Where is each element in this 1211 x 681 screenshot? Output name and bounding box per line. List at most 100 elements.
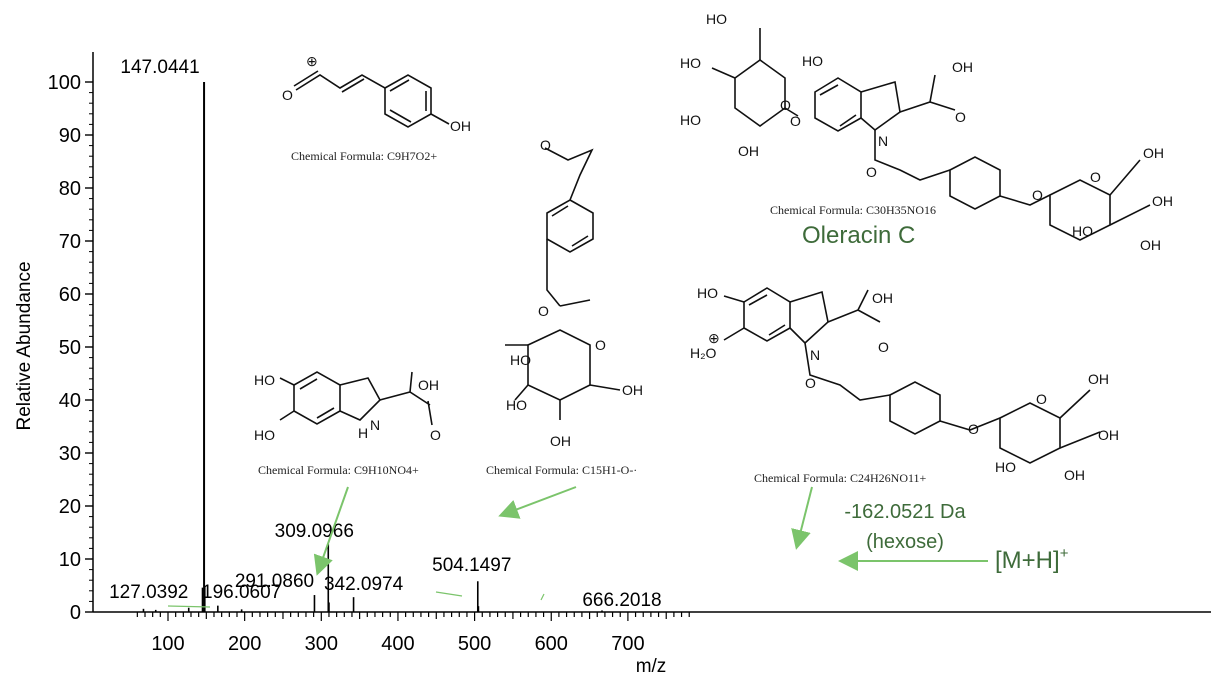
y-ticks: 0 10 20 30 40 50 60 70 80 90 100 — [48, 72, 93, 624]
oh-label-147: OH — [450, 118, 471, 134]
ho-a-504: HO — [697, 285, 718, 301]
o-link-666: O — [790, 113, 801, 129]
arrow-504 — [791, 486, 813, 550]
x-tick-label: 700 — [611, 633, 644, 655]
peak-label: 291.0860 — [235, 571, 314, 592]
y-tick-label: 40 — [59, 390, 81, 412]
o-h-666: O — [866, 164, 877, 180]
y-tick-label: 60 — [59, 284, 81, 306]
oh-l-666: OH — [1152, 193, 1173, 209]
charge-504: ⊕ — [708, 330, 720, 346]
structure-666 — [711, 28, 1151, 241]
formula-196: Chemical Formula: C9H10NO4+ — [258, 463, 419, 477]
arrow-196 — [313, 486, 349, 576]
ho-a-666: HO — [706, 11, 727, 27]
peaks — [142, 82, 603, 612]
oh-j-504: OH — [1064, 467, 1085, 483]
oh-h-504: OH — [1098, 427, 1119, 443]
peak-label: 342.0974 — [324, 574, 404, 595]
formula-147: Chemical Formula: C9H7O2+ — [291, 149, 437, 163]
o-j-666: O — [1090, 169, 1101, 185]
o-d-504: O — [805, 375, 816, 391]
loss-label-line2: (hexose) — [866, 531, 944, 553]
oh2-label-309: OH — [550, 433, 571, 449]
oh-label-196: OH — [418, 377, 439, 393]
n-label-504: N — [810, 347, 820, 363]
x-tick-label: 500 — [458, 633, 491, 655]
o-c-504: O — [878, 339, 889, 355]
x-axis-label: m/z — [636, 656, 667, 677]
y-axis-label: Relative Abundance — [14, 261, 35, 430]
h2o-a-504: H₂O — [690, 345, 717, 361]
peak-label: 147.0441 — [120, 57, 199, 78]
o-label-196: O — [430, 427, 441, 443]
ho-m-666: HO — [1072, 223, 1093, 239]
compound-name: Oleracin C — [802, 222, 915, 249]
peak-label: 127.0392 — [109, 582, 188, 603]
o-label-147: O — [282, 87, 293, 103]
formula-309: Chemical Formula: C15H1-O-· — [486, 463, 637, 477]
o-i-666: O — [1032, 187, 1043, 203]
annotation-arrows — [167, 486, 988, 608]
connector-127 — [167, 605, 211, 608]
oh-g-504: OH — [1088, 371, 1109, 387]
connector-291 — [435, 591, 463, 597]
arrow-309 — [498, 486, 577, 519]
loss-label-line1: -162.0521 Da — [844, 501, 966, 523]
ho-i-504: HO — [995, 459, 1016, 475]
oh1-label-309: OH — [622, 382, 643, 398]
x-tick-label: 100 — [151, 633, 184, 655]
ho-b-666: HO — [680, 55, 701, 71]
ho2-label-196: HO — [254, 427, 275, 443]
o-e-504: O — [968, 421, 979, 437]
x-ticks: 100 200 300 400 500 600 700 — [136, 612, 690, 655]
oh-n-666: OH — [1140, 237, 1161, 253]
precursor-label: [M+H]+ — [995, 545, 1069, 574]
y-tick-label: 50 — [59, 337, 81, 359]
ho1-label-196: HO — [254, 372, 275, 388]
oh-b-504: OH — [872, 290, 893, 306]
nh2-label-196: H — [358, 425, 368, 441]
y-tick-label: 20 — [59, 496, 81, 518]
oh-k-666: OH — [1143, 145, 1164, 161]
ho1-label-309: HO — [510, 352, 531, 368]
ho-e-666: HO — [802, 53, 823, 69]
y-tick-label: 70 — [59, 231, 81, 253]
structure-147 — [293, 70, 450, 128]
oh-f-666: OH — [952, 59, 973, 75]
y-tick-label: 0 — [70, 602, 81, 624]
o-ring-666: O — [780, 97, 791, 113]
y-tick-label: 80 — [59, 178, 81, 200]
structure-504 — [723, 287, 1101, 464]
connector-342 — [540, 593, 545, 601]
o-f-504: O — [1036, 391, 1047, 407]
ho2-label-309: HO — [506, 397, 527, 413]
x-tick-label: 200 — [228, 633, 261, 655]
x-tick-label: 600 — [535, 633, 568, 655]
y-tick-label: 30 — [59, 443, 81, 465]
y-tick-label: 100 — [48, 72, 81, 94]
formula-504: Chemical Formula: C24H26NO11+ — [754, 471, 927, 485]
o-label-309b: O — [538, 303, 549, 319]
peak-label: 196.0607 — [202, 582, 281, 603]
charge-label-147: ⊕ — [306, 53, 318, 69]
peak-label: 504.1497 — [432, 555, 511, 576]
o-g-666: O — [955, 109, 966, 125]
o-label-309c: O — [595, 337, 606, 353]
o-label-309a: O — [540, 137, 551, 153]
x-tick-label: 400 — [381, 633, 414, 655]
oh-d-666: OH — [738, 143, 759, 159]
peak-label: 309.0966 — [275, 521, 354, 542]
structure-309 — [505, 147, 621, 420]
structure-196 — [279, 371, 433, 426]
x-tick-label: 300 — [305, 633, 338, 655]
peak-label: 666.2018 — [582, 590, 661, 611]
n-label-666: N — [878, 133, 888, 149]
plot-area — [93, 52, 1211, 612]
y-tick-label: 10 — [59, 549, 81, 571]
formula-666: Chemical Formula: C30H35NO16 — [770, 203, 936, 217]
y-tick-label: 90 — [59, 125, 81, 147]
ho-c-666: HO — [680, 112, 701, 128]
n-label-196: N — [370, 417, 380, 433]
